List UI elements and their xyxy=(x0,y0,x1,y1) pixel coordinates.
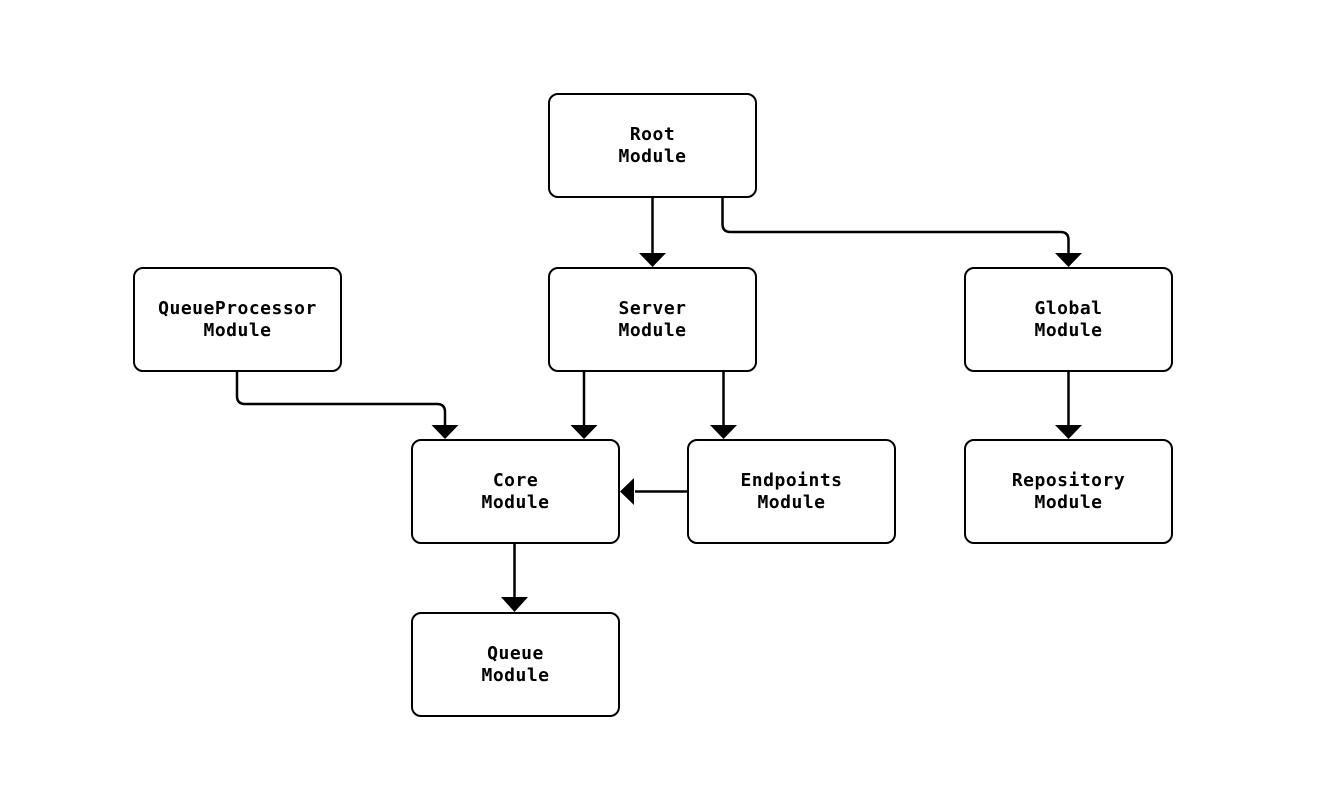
node-repository-module: Repository Module xyxy=(964,439,1173,544)
edge-endpoints-to-core xyxy=(620,478,687,505)
arrowhead-icon xyxy=(431,425,459,439)
node-server-module-label: Server Module xyxy=(618,297,687,341)
edge-queueprocessor-to-core xyxy=(235,372,459,439)
edge-root-to-server xyxy=(639,198,666,267)
node-queueprocessor-module: QueueProcessor Module xyxy=(133,267,342,372)
edge-root-to-global xyxy=(721,198,1082,267)
arrowhead-icon xyxy=(639,253,666,267)
arrowhead-icon xyxy=(501,597,528,612)
node-root-module-label: Root Module xyxy=(618,123,687,167)
edge-core-to-queue xyxy=(501,544,528,612)
arrowhead-icon xyxy=(620,478,634,505)
node-global-module: Global Module xyxy=(964,267,1173,372)
arrowhead-icon xyxy=(1055,253,1082,267)
node-queue-module: Queue Module xyxy=(411,612,620,717)
edge-server-to-core xyxy=(570,372,598,439)
node-queueprocessor-module-label: QueueProcessor Module xyxy=(158,297,317,341)
node-core-module: Core Module xyxy=(411,439,620,544)
node-root-module: Root Module xyxy=(548,93,757,198)
node-endpoints-module-label: Endpoints Module xyxy=(740,469,843,513)
node-core-module-label: Core Module xyxy=(481,469,550,513)
arrowhead-icon xyxy=(1055,425,1082,439)
arrowhead-icon xyxy=(710,425,737,439)
edge-global-to-repository xyxy=(1055,372,1082,439)
node-global-module-label: Global Module xyxy=(1034,297,1103,341)
edge-server-to-endpoints xyxy=(710,372,737,439)
node-repository-module-label: Repository Module xyxy=(1011,469,1126,513)
arrowhead-icon xyxy=(570,425,598,439)
node-endpoints-module: Endpoints Module xyxy=(687,439,896,544)
node-queue-module-label: Queue Module xyxy=(481,642,550,686)
node-server-module: Server Module xyxy=(548,267,757,372)
